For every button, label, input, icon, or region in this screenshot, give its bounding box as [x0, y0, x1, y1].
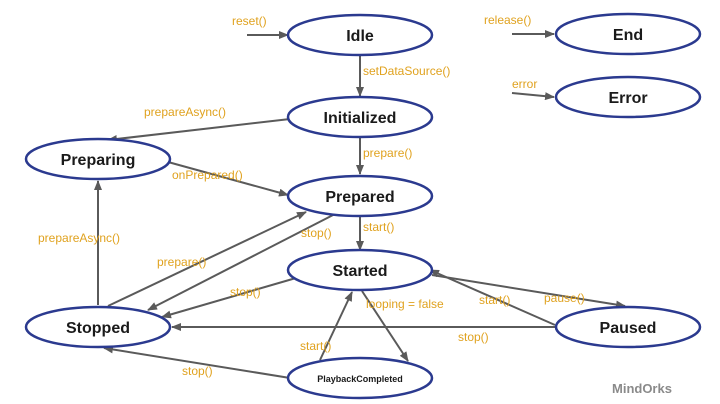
edge-preparing-to-prepared	[167, 161, 289, 197]
transition-edges	[94, 30, 626, 379]
label-error: error	[512, 77, 537, 91]
state-preparing-label: Preparing	[61, 152, 136, 169]
state-stopped-label: Stopped	[66, 320, 130, 337]
edge-started-to-completed	[361, 290, 409, 362]
state-playback-completed-label: PlaybackCompleted	[317, 374, 403, 384]
label-release: release()	[484, 13, 531, 27]
state-idle-shape	[286, 13, 434, 57]
edge-initialized-to-preparing	[107, 118, 291, 143]
state-initialized: Initialized	[286, 95, 434, 139]
transition-labels: reset() release() error setDataSource() …	[38, 13, 585, 378]
label-prepare-initialized: prepare()	[363, 146, 412, 160]
state-paused-label: Paused	[600, 320, 657, 337]
state-initialized-label: Initialized	[324, 110, 397, 127]
state-stopped-shape	[24, 305, 172, 349]
label-stop-paused: stop()	[458, 330, 489, 344]
edge-started-to-stopped	[161, 277, 297, 319]
state-preparing-shape	[24, 137, 172, 181]
label-looping-false: looping = false	[366, 297, 444, 311]
edge-paused-to-started	[429, 269, 556, 326]
label-stop-started: stop()	[230, 285, 261, 299]
state-idle: Idle	[286, 13, 434, 57]
label-reset: reset()	[232, 14, 267, 28]
state-error-shape	[554, 75, 702, 119]
state-idle-label: Idle	[346, 28, 374, 45]
state-paused: Paused	[554, 305, 702, 349]
watermark-mindorks: MindOrks	[612, 381, 672, 396]
state-end-shape	[554, 12, 702, 56]
edge-stopped-to-prepared	[107, 211, 307, 307]
label-prepare-async-initialized: prepareAsync()	[144, 105, 226, 119]
state-error: Error	[554, 75, 702, 119]
edge-error-entry	[511, 92, 555, 101]
state-preparing: Preparing	[24, 137, 172, 181]
edge-prepared-to-stopped	[147, 213, 336, 311]
label-stop-completed: stop()	[182, 364, 213, 378]
state-initialized-shape	[286, 95, 434, 139]
state-prepared: Prepared	[286, 174, 434, 218]
label-start-paused: start()	[479, 293, 510, 307]
state-started: Started	[286, 248, 434, 292]
label-start-prepared: start()	[363, 220, 394, 234]
label-stop-prepared: stop()	[301, 226, 332, 240]
label-prepare-async-stopped: prepareAsync()	[38, 231, 120, 245]
state-stopped: Stopped	[24, 305, 172, 349]
label-set-data-source: setDataSource()	[363, 64, 450, 78]
label-prepare-stopped: prepare()	[157, 255, 206, 269]
state-playback-completed-shape	[286, 356, 434, 400]
state-playback-completed: PlaybackCompleted	[286, 356, 434, 400]
edge-completed-to-stopped	[103, 345, 291, 379]
state-prepared-label: Prepared	[325, 189, 394, 206]
state-end: End	[554, 12, 702, 56]
state-prepared-shape	[286, 174, 434, 218]
edge-started-to-paused	[431, 274, 626, 309]
state-started-shape	[286, 248, 434, 292]
state-started-label: Started	[332, 263, 387, 280]
state-error-label: Error	[608, 90, 647, 107]
label-pause: pause()	[544, 291, 585, 305]
state-end-label: End	[613, 27, 643, 44]
label-on-prepared: onPrepared()	[172, 168, 243, 182]
state-paused-shape	[554, 305, 702, 349]
label-start-completed: start()	[300, 339, 331, 353]
edge-completed-to-started	[319, 291, 353, 361]
